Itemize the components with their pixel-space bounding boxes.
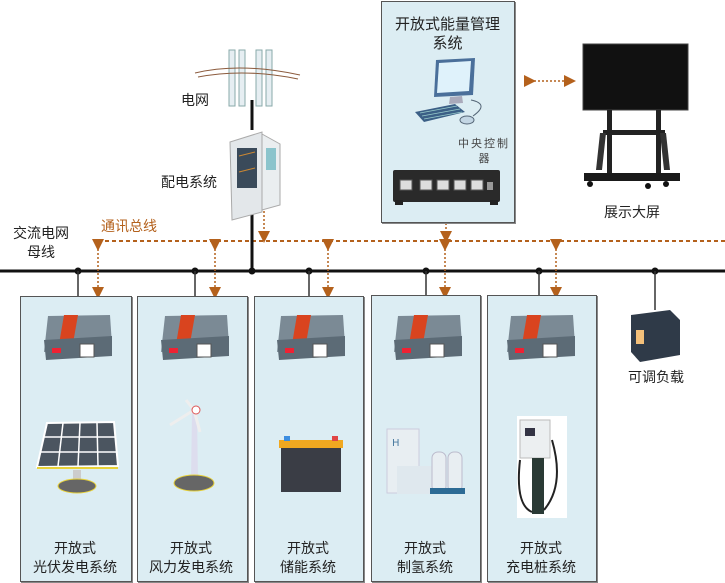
- subsystem-pv-label-line1: 开放式: [54, 541, 96, 557]
- subsystem-pv-label-line2: 光伏发电系统: [33, 560, 117, 576]
- grid-label: 电网: [181, 93, 209, 109]
- subsystem-box-hydrogen: [371, 295, 481, 582]
- subsystem-storage-label-line2: 储能系统: [280, 560, 336, 576]
- ac-bus-label-line1: 交流电网: [13, 226, 69, 242]
- comm-arrows: [92, 75, 576, 299]
- ac-bus-label-line2: 母线: [27, 245, 55, 261]
- subsystem-hydrogen-label-line1: 开放式: [404, 541, 446, 557]
- distribution-label: 配电系统: [161, 175, 217, 191]
- load-label: 可调负载: [628, 370, 684, 386]
- display-label: 展示大屏: [604, 205, 660, 221]
- subsystem-wind-label-line2: 风力发电系统: [149, 560, 233, 576]
- comm-bus-label: 通讯总线: [101, 219, 157, 235]
- subsystem-box-charging: [487, 295, 597, 582]
- subsystem-storage-label-line1: 开放式: [287, 541, 329, 557]
- ems-title-line2: 系统: [432, 34, 463, 52]
- bus-nodes: [74, 267, 659, 275]
- controller-label-line1: 中央控制: [458, 137, 510, 150]
- subsystem-charging-label-line2: 充电桩系统: [506, 560, 576, 576]
- subsystem-charging-label-line1: 开放式: [520, 541, 562, 557]
- ems-title-line1: 开放式能量管理: [394, 15, 500, 33]
- subsystem-hydrogen-label-line2: 制氢系统: [397, 560, 453, 576]
- controller-label-line2: 器: [478, 152, 490, 165]
- subsystem-wind-label-line1: 开放式: [170, 541, 212, 557]
